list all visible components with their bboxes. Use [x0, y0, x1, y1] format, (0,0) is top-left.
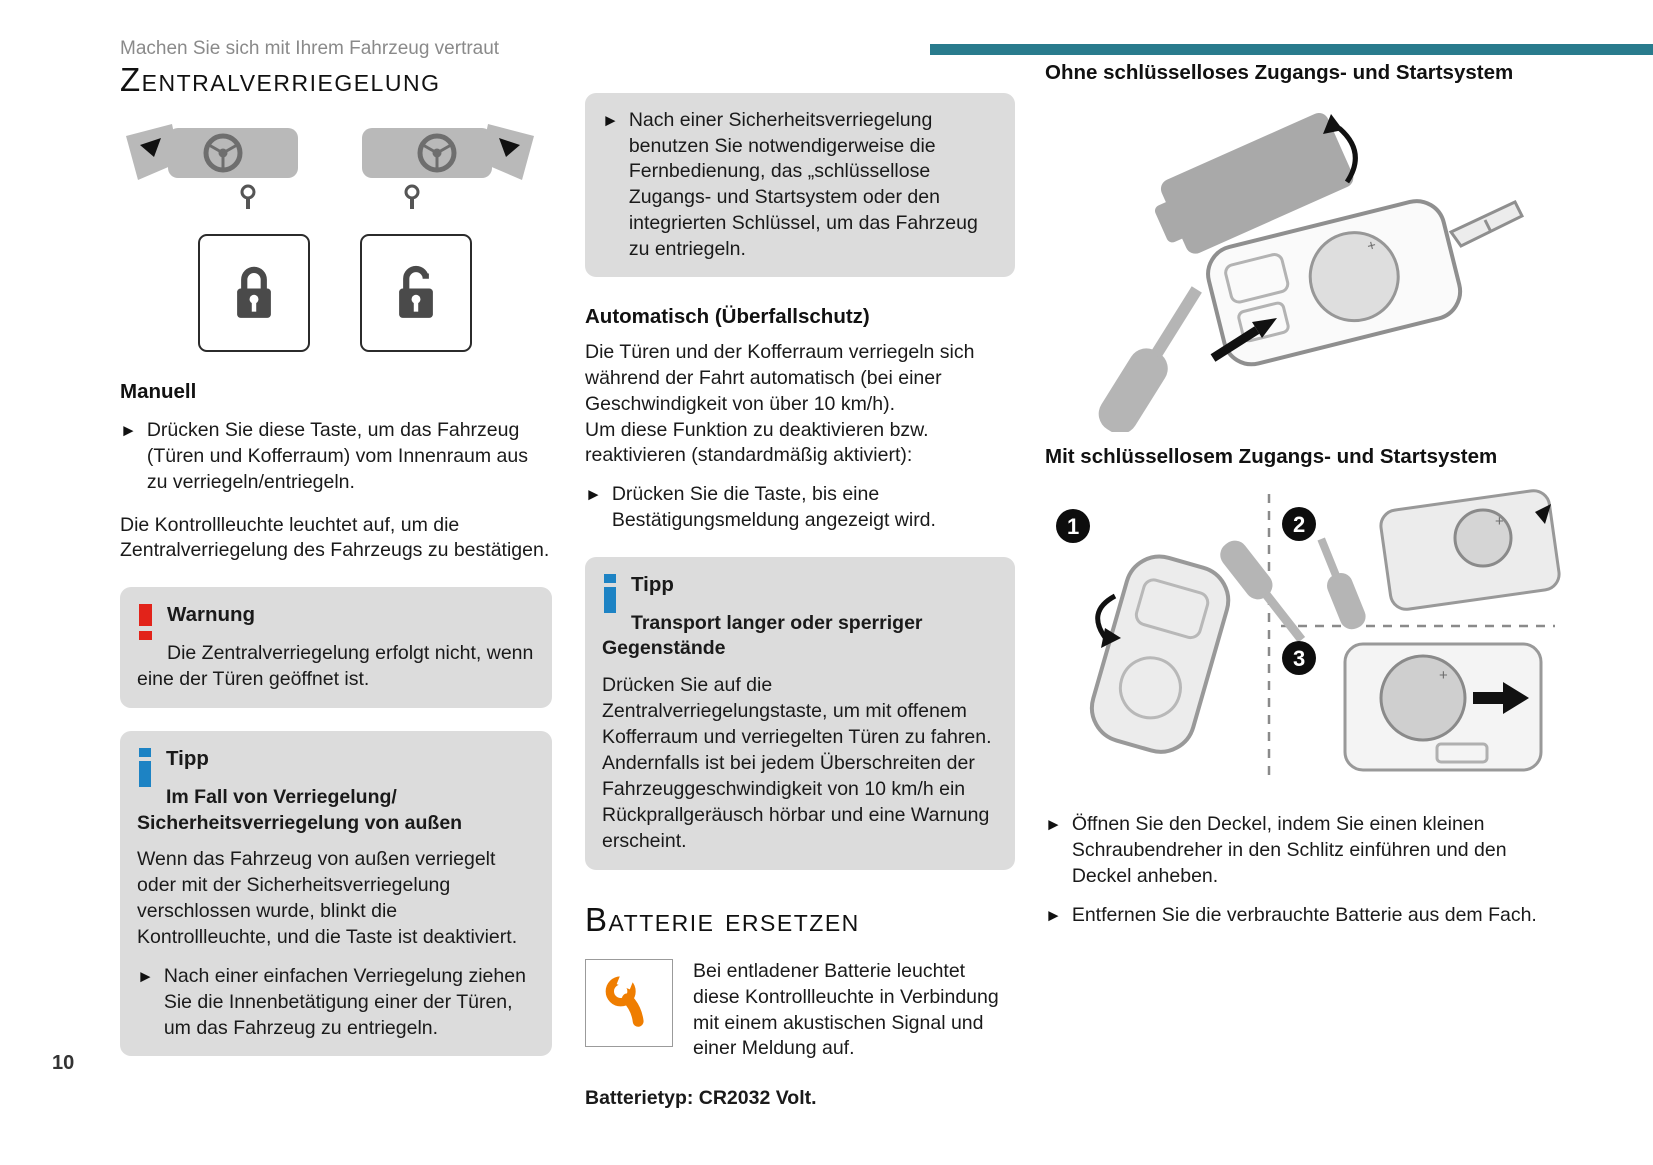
bullet-text: Entfernen Sie die verbrauchte Batterie a… [1071, 903, 1537, 926]
key-blade [1448, 200, 1525, 249]
fob-corner-step2: + [1379, 489, 1561, 612]
bullet-text: Drücken Sie diese Taste, um das Fahrzeug… [146, 419, 528, 493]
bullet-text: Drücken Sie die Taste, bis eine Bestätig… [611, 483, 936, 531]
bullet-item: ► Nach einer einfachen Verriegelung zieh… [137, 964, 535, 1041]
tip-title: Tipp [631, 572, 674, 596]
heading-manuell: Manuell [120, 380, 197, 404]
tip-title: Tipp [166, 746, 209, 770]
bullet-item: ► Nach einer Sicherheitsverriegelung ben… [602, 108, 998, 262]
bullet-text: Öffnen Sie den Deckel, indem Sie einen k… [1071, 813, 1507, 887]
step-badge-1 [1056, 509, 1090, 544]
step-badge-3 [1282, 641, 1316, 676]
battery-icon [1308, 231, 1400, 323]
bullet-text: Nach einer einfachen Verriegelung ziehen… [163, 965, 526, 1039]
page-header: Machen Sie sich mit Ihrem Fahrzeug vertr… [120, 38, 500, 59]
svg-text:1: 1 [1067, 514, 1079, 539]
column-right: Ohne schlüsselloses Zugangs- und Startsy… [1045, 0, 1561, 928]
heading-automatisch: Automatisch (Überfallschutz) [585, 305, 870, 329]
bullet-arrow-icon: ► [1045, 905, 1062, 925]
keyfob-battery-illustration-2: 1 2 + 3 + [1056, 489, 1561, 779]
page-number: 10 [52, 1052, 75, 1074]
svg-text:2: 2 [1293, 512, 1305, 537]
service-indicator-box [585, 959, 673, 1048]
info-icon [604, 573, 616, 613]
paragraph: Die Kontrollleuchte leuchtet auf, um die… [120, 513, 550, 562]
column-middle: ► Nach einer Sicherheitsverriegelung ben… [585, 0, 1015, 1112]
column-left: Zentralverriegelung [120, 0, 552, 1057]
lock-buttons [198, 234, 552, 353]
bullet-item: ► Entfernen Sie die verbrauchte Batterie… [1045, 903, 1561, 929]
fob-step1 [1089, 555, 1231, 755]
svg-text:+: + [1495, 513, 1504, 530]
warning-box: Warnung Die Zentralverriegelung erfolgt … [120, 587, 552, 708]
doors-dashboard-illustration [126, 118, 540, 213]
keyfob-battery-illustration-1: + [1098, 113, 1525, 433]
teal-accent-bar [930, 44, 1653, 55]
bullet-text: Nach einer Sicherheitsverriegelung benut… [628, 109, 978, 260]
bullet-arrow-icon: ► [602, 111, 619, 130]
bullet-item: ► Drücken Sie die Taste, bis eine Bestät… [585, 482, 1015, 533]
screwdriver-step1 [1220, 541, 1306, 644]
battery-type: Batterietyp: CR2032 Volt. [585, 1087, 817, 1110]
svg-text:+: + [1365, 237, 1378, 256]
battery-icon [1379, 654, 1467, 742]
bullet-item: ► Drücken Sie diese Taste, um das Fahrze… [120, 418, 552, 495]
svg-text:+: + [1439, 667, 1448, 684]
bullet-arrow-icon: ► [120, 421, 137, 441]
info-icon [139, 747, 151, 787]
section-title-batterie-ersetzen: Batterie ersetzen [585, 900, 860, 938]
heading-mit-keyless: Mit schlüssellosem Zugangs- und Startsys… [1045, 445, 1498, 469]
screwdriver-step2 [1317, 537, 1366, 630]
warning-title: Warnung [167, 603, 256, 626]
tip-box-transport: Tipp Transport langer oder sperriger Geg… [585, 556, 1015, 870]
bullet-item: ► Öffnen Sie den Deckel, indem Sie einen… [1045, 812, 1561, 889]
heading-ohne-keyless: Ohne schlüsselloses Zugangs- und Startsy… [1045, 61, 1514, 84]
step-badge-2 [1282, 507, 1316, 542]
bullet-arrow-icon: ► [137, 967, 154, 987]
lock-closed-button [198, 234, 310, 353]
tip-text: Drücken Sie auf die Zentralverriegelungs… [602, 674, 992, 852]
warning-exclamation-icon [139, 604, 152, 640]
battery-paragraph: Bei entladener Batterie leuchtet diese K… [693, 960, 999, 1060]
lock-open-button [360, 234, 472, 353]
fob-cover [1154, 113, 1354, 254]
tip-box-locking: Tipp Im Fall von Verriegelung/ Sicherhei… [120, 730, 552, 1057]
warning-text: Die Zentralverriegelung erfolgt nicht, w… [137, 642, 534, 690]
battery-info-row: Bei entladener Batterie leuchtet diese K… [585, 959, 1015, 1062]
section-title-zentralverriegelung: Zentralverriegelung [120, 61, 441, 98]
padlock-open-icon [399, 266, 433, 319]
paragraph: Die Türen und der Kofferraum verriegeln … [585, 341, 975, 415]
tip-text: Wenn das Fahrzeug von außen verriegelt o… [137, 848, 518, 949]
screwdriver [1098, 286, 1202, 433]
padlock-closed-icon [237, 267, 271, 319]
wrench-icon [605, 973, 644, 1027]
battery-compartment-step3: + [1343, 642, 1543, 772]
battery-icon [1453, 508, 1513, 568]
tip-subtitle: Im Fall von Verriegelung/ Sicherheitsver… [137, 785, 463, 834]
tip-subtitle: Transport langer oder sperriger Gegenstä… [602, 611, 923, 660]
svg-text:3: 3 [1293, 646, 1305, 671]
note-box-security-locking: ► Nach einer Sicherheitsverriegelung ben… [585, 93, 1015, 278]
bullet-arrow-icon: ► [1045, 815, 1062, 835]
bullet-arrow-icon: ► [585, 485, 602, 505]
paragraph: Um diese Funktion zu deaktivieren bzw. r… [585, 418, 929, 467]
